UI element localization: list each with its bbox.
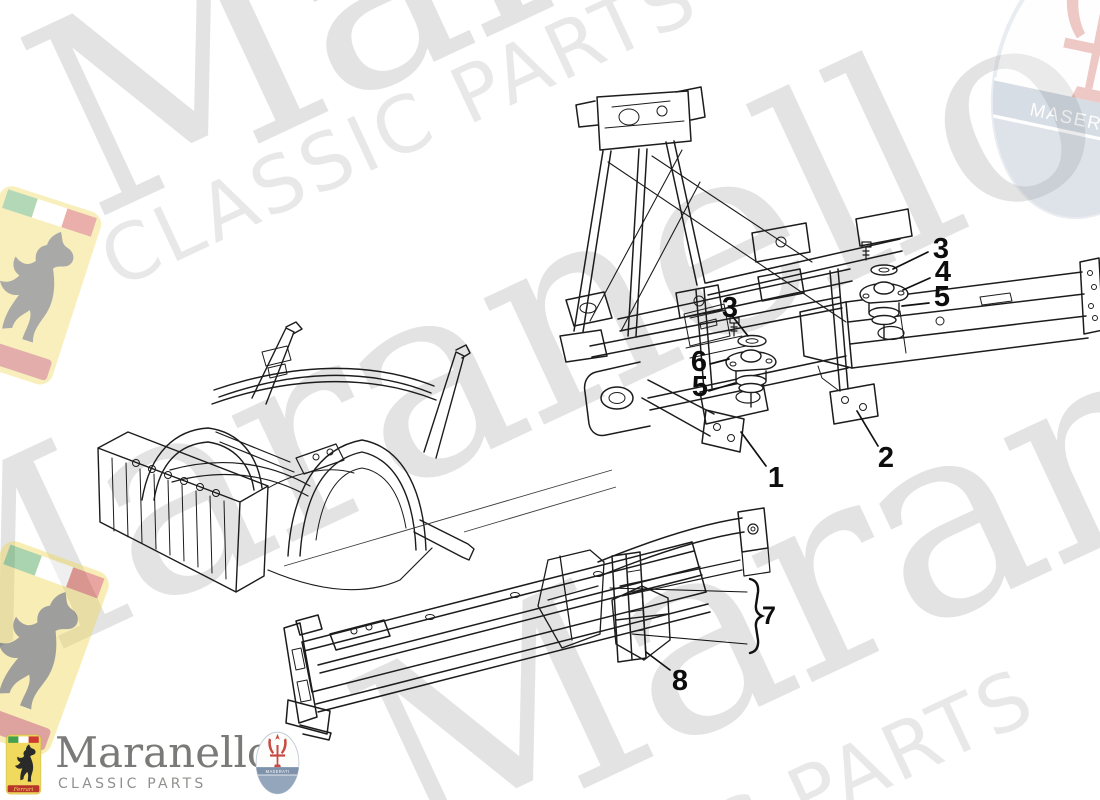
callout-3-mid: 3	[722, 292, 738, 324]
ferrari-label: Ferrari	[13, 787, 34, 793]
footer-brand-tagline: CLASSIC PARTS	[58, 776, 207, 793]
rear-frame-drawing	[559, 86, 1100, 453]
side-member-drawing	[283, 507, 771, 741]
maserati-label: MASERATI	[266, 769, 290, 774]
callout-8: 8	[672, 665, 688, 697]
callout-4: 4	[935, 256, 951, 288]
callout-numbers: 3 4 5 3 6 5 1 2 7 8	[672, 233, 951, 697]
ferrari-shield-logo: Ferrari	[5, 734, 42, 795]
front-body-structure-drawing	[97, 321, 475, 593]
callout-leaders	[609, 251, 931, 671]
callout-7: 7	[762, 602, 776, 630]
callout-6: 6	[691, 346, 707, 378]
footer-brand-name: Maranello	[55, 728, 273, 777]
maserati-roundel-logo: MASERATI	[255, 731, 300, 795]
callout-2: 2	[878, 442, 894, 474]
callout-3-top: 3	[933, 233, 949, 265]
engine-mount-details	[725, 241, 909, 408]
footer-brand-block: Maranello CLASSIC PARTS	[55, 728, 273, 793]
callout-1: 1	[768, 462, 784, 494]
construction-lines	[283, 469, 617, 567]
callout-5-mid: 5	[692, 371, 708, 403]
callout-5-top: 5	[934, 281, 950, 313]
brace-7	[748, 577, 766, 655]
